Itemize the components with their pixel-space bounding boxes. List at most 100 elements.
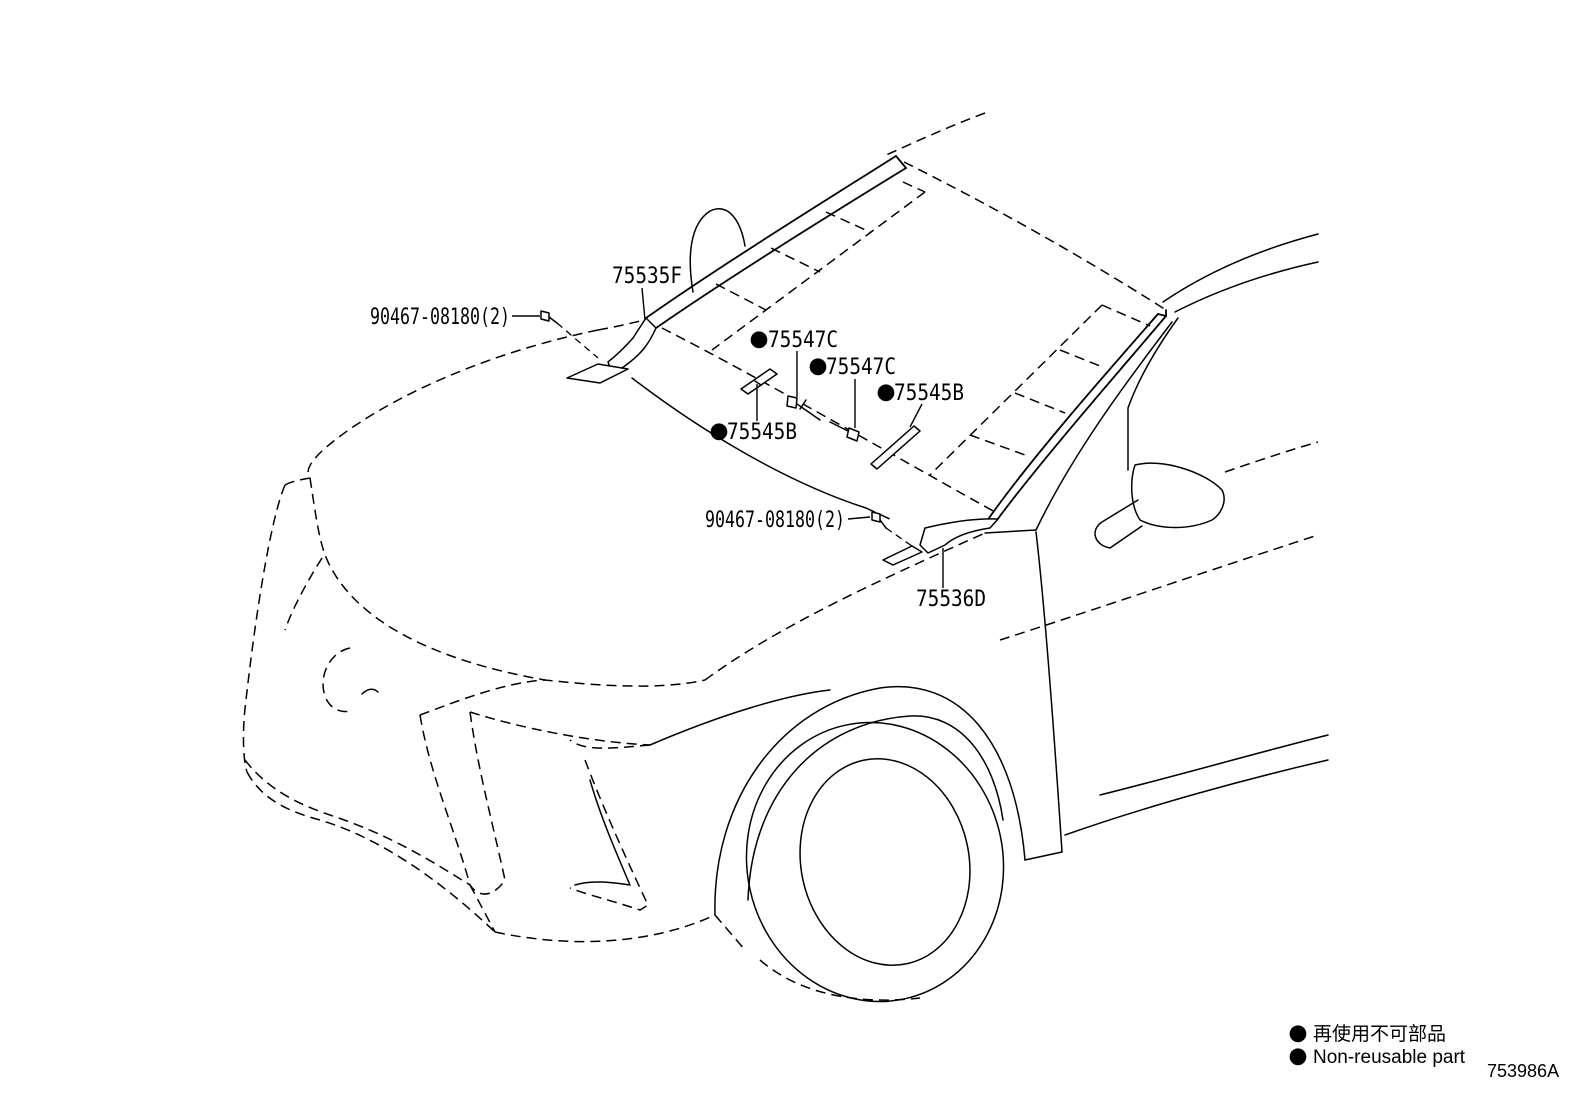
front-bumper-lower xyxy=(246,771,496,933)
grille-left-edge xyxy=(419,714,471,886)
hood-fender-parting-line xyxy=(704,532,986,681)
hood-rear-arc-hidden xyxy=(865,507,893,521)
left-clip-head xyxy=(540,310,550,322)
non-reusable-marker: ● xyxy=(808,354,827,379)
glass-ladder-right-rung xyxy=(969,434,1026,456)
grille-bottom-edge xyxy=(244,759,471,886)
roof-right-edge xyxy=(1162,233,1319,303)
rocker-line-lower xyxy=(1064,759,1329,836)
spacer-75545b-right xyxy=(870,425,921,470)
door-glass-front-edge xyxy=(1127,317,1179,471)
callout-number[interactable]: 75536D xyxy=(916,587,986,612)
callout-number[interactable]: 75547C xyxy=(768,328,838,353)
left-pillar-molding-outer xyxy=(645,155,897,319)
bumper-bottom-edge xyxy=(494,914,716,943)
windshield-lower-edge xyxy=(661,327,996,513)
glass-ladder-right-top xyxy=(1101,304,1151,327)
hood-front-edge xyxy=(309,477,546,681)
wheel-arch-outer xyxy=(714,685,1026,916)
front-left-corner-top xyxy=(284,477,311,486)
left-clip-hidden-line xyxy=(556,322,599,359)
front-rim xyxy=(799,758,971,966)
headlight-detail xyxy=(361,688,379,695)
non-reusable-marker: ● xyxy=(876,380,895,405)
roof-edge-line xyxy=(883,112,986,157)
clip-75547c-a-flange xyxy=(799,399,807,410)
right-pillar-molding-cap xyxy=(1157,309,1167,317)
callout-number[interactable]: 90467-08180(2) xyxy=(370,305,510,330)
glass-ladder-right-rung xyxy=(1059,349,1101,367)
glass-ladder-left-rung xyxy=(715,283,767,311)
front-tire xyxy=(745,721,1005,1003)
body-character-line xyxy=(999,534,1319,641)
grille-inner-top xyxy=(469,711,651,746)
hood-left-edge xyxy=(307,329,599,479)
legend-label-english: Non-reusable part xyxy=(1313,1047,1466,1068)
legend-marker: ● xyxy=(1288,1021,1307,1046)
right-mirror-housing xyxy=(1130,462,1225,529)
lower-intake-outer xyxy=(569,759,649,911)
figure-code: 753986A xyxy=(1487,1061,1559,1081)
bumper-corner xyxy=(714,914,746,951)
roof-right-edge-inner xyxy=(1174,261,1319,313)
hood-rear-arc xyxy=(631,377,867,509)
small-parts xyxy=(540,310,999,566)
right-clip-head xyxy=(871,511,881,523)
non-reusable-marker: ● xyxy=(749,327,768,352)
right-mirror-base xyxy=(1094,499,1143,549)
clip-75547c-b-shaft xyxy=(829,421,851,433)
left-clip-shaft xyxy=(548,316,558,324)
left-pillar-molding-inner xyxy=(655,167,907,329)
windshield-moldings xyxy=(607,155,1167,521)
wheel-arch-inner xyxy=(747,715,1004,901)
glass-ladder-right-edge xyxy=(929,304,1103,476)
left-cowl-edge xyxy=(597,320,641,331)
lower-intake-inner xyxy=(574,779,631,886)
legend-label-japanese: 再使用不可部品 xyxy=(1313,1023,1446,1045)
callout-number[interactable]: 75545B xyxy=(894,381,964,406)
vehicle-outline xyxy=(242,112,1329,1003)
clip-75547c-a-head xyxy=(786,395,798,409)
leader-75535f xyxy=(641,287,646,321)
leader-75545b-right xyxy=(909,403,923,428)
left-pad xyxy=(566,363,629,384)
grille-waist xyxy=(569,739,651,749)
legend-marker: ● xyxy=(1288,1044,1307,1069)
headlight-outline xyxy=(322,647,353,713)
left-mirror-outline xyxy=(689,208,746,293)
leader-lines xyxy=(512,287,944,588)
right-clip-shaft xyxy=(879,519,887,529)
callouts: 75535F 90467-08180(2) ● 75547C ● 75547C … xyxy=(370,264,986,612)
right-pillar-molding-inner xyxy=(988,313,1159,519)
belt-line xyxy=(1224,441,1319,473)
callout-number[interactable]: 90467-08180(2) xyxy=(705,508,845,533)
a-pillar-base xyxy=(984,529,1037,534)
right-pillar-molding-outer xyxy=(996,315,1167,521)
right-clip-hidden-line xyxy=(885,527,913,547)
grille-left-edge-upper xyxy=(284,557,323,631)
door-front-line xyxy=(1035,531,1063,853)
a-pillar-outer xyxy=(1035,321,1173,531)
spacer-75545b-left xyxy=(740,368,778,395)
grille-top-edge xyxy=(419,679,706,716)
legend: ● 再使用不可部品 ● Non-reusable part xyxy=(1288,1021,1465,1069)
left-pillar-molding-cap xyxy=(895,155,907,169)
grille-bottom-link xyxy=(469,884,496,933)
callout-number[interactable]: 75547C xyxy=(826,355,896,380)
ground-line xyxy=(759,959,921,1001)
fender-bumper-line xyxy=(649,689,831,746)
rocker-line-upper xyxy=(1099,734,1329,796)
glass-ladder-left-rung xyxy=(825,211,871,233)
right-pad xyxy=(882,545,923,566)
glass-ladder-left-rung xyxy=(770,247,821,273)
fender-bottom xyxy=(1024,851,1063,861)
callout-number[interactable]: 75535F xyxy=(612,264,682,289)
clip-75547c-b-head xyxy=(846,427,860,442)
right-pillar-molding-end xyxy=(919,518,999,554)
callout-number[interactable]: 75545B xyxy=(727,420,797,445)
front-left-corner xyxy=(242,484,286,773)
glass-ladder-right-rung xyxy=(1014,392,1066,414)
non-reusable-marker: ● xyxy=(709,419,728,444)
grille-inner-left xyxy=(469,711,506,895)
